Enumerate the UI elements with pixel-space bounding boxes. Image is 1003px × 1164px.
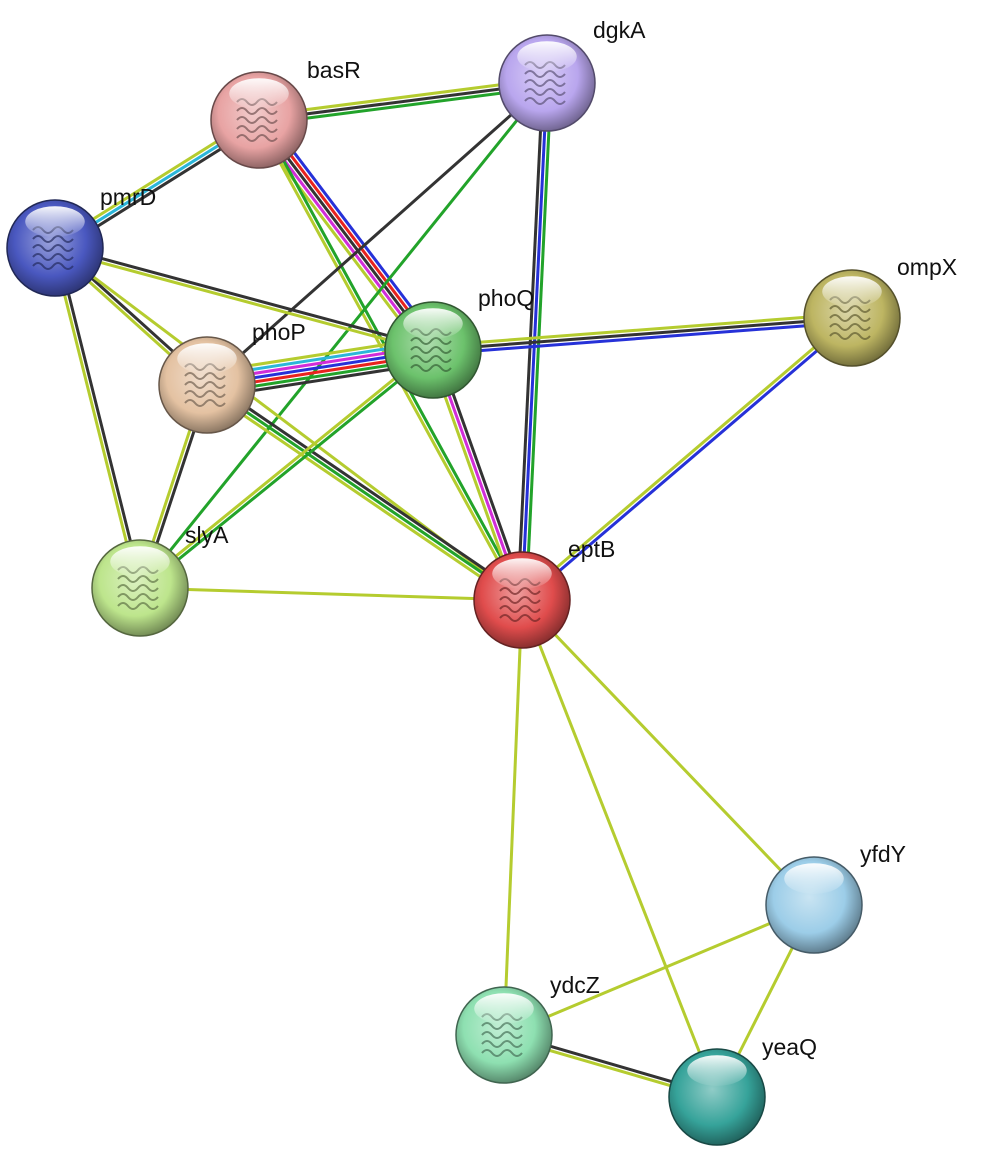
edge-phoQ-ompX[interactable] xyxy=(432,312,853,356)
node-ompX[interactable]: ompX xyxy=(803,254,957,367)
edge-evidence-coexpression xyxy=(206,81,548,387)
edge-phoQ-slyA[interactable] xyxy=(137,347,436,591)
edge-evidence-neighborhood xyxy=(138,82,549,589)
node-label-ydcZ: ydcZ xyxy=(550,972,600,998)
edge-evidence-coexpression xyxy=(55,244,434,350)
edge-evidence-textmining xyxy=(519,315,852,600)
edge-evidence-textmining xyxy=(520,599,719,1098)
edge-evidence-cooccurrence xyxy=(433,320,853,356)
node-dgkA[interactable]: dgkA xyxy=(498,17,646,132)
node-label-ompX: ompX xyxy=(897,254,957,280)
edge-pmrD-phoQ[interactable] xyxy=(54,244,434,354)
node-gloss xyxy=(229,78,289,109)
edge-dgkA-phoP[interactable] xyxy=(206,81,548,387)
edge-evidence-textmining xyxy=(503,903,815,1037)
node-gloss xyxy=(177,343,237,374)
node-gloss xyxy=(784,863,844,894)
edge-evidence-cooccurrence xyxy=(522,318,855,603)
node-pmrD[interactable]: pmrD xyxy=(6,184,156,297)
node-basR[interactable]: basR xyxy=(210,57,361,169)
node-label-phoP: phoP xyxy=(252,319,306,345)
edge-evidence-textmining xyxy=(54,248,433,354)
node-label-phoQ: phoQ xyxy=(478,285,534,311)
node-gloss xyxy=(492,558,552,589)
edge-evidence-textmining xyxy=(520,598,816,907)
node-yfdY[interactable]: yfdY xyxy=(765,841,906,954)
edge-evidence-coexpression xyxy=(432,316,853,352)
edge-evidence-textmining xyxy=(432,312,852,348)
edge-slyA-eptB[interactable] xyxy=(139,586,523,602)
edge-evidence-coexpression xyxy=(55,247,144,588)
edge-evidence-cooccurrence xyxy=(264,113,441,346)
node-gloss xyxy=(822,276,882,307)
node-ydcZ[interactable]: ydcZ xyxy=(455,972,600,1084)
edge-yfdY-ydcZ[interactable] xyxy=(503,903,815,1037)
node-label-dgkA: dgkA xyxy=(593,17,646,43)
edge-evidence-textmining xyxy=(502,599,524,1036)
edge-evidence-coexpression xyxy=(208,380,526,598)
edge-evidence-textmining xyxy=(51,248,140,589)
edge-dgkA-slyA[interactable] xyxy=(138,82,549,589)
node-layer: basR dgkA pmrD ompX phoQ phoP slyA eptB yfdY ydcZ… xyxy=(6,17,957,1146)
edge-phoP-eptB[interactable] xyxy=(203,380,526,605)
node-label-yeaQ: yeaQ xyxy=(762,1034,817,1060)
node-label-basR: basR xyxy=(307,57,361,83)
node-slyA[interactable]: slyA xyxy=(91,522,229,637)
node-phoQ[interactable]: phoQ xyxy=(384,285,534,399)
edge-ompX-eptB[interactable] xyxy=(519,315,855,603)
node-phoP[interactable]: phoP xyxy=(158,319,306,434)
edge-evidence-neighborhood xyxy=(206,383,523,602)
node-eptB[interactable]: eptB xyxy=(473,536,615,649)
edge-evidence-textmining xyxy=(139,586,523,602)
node-label-eptB: eptB xyxy=(568,536,615,562)
edge-evidence-neighborhood xyxy=(140,350,436,591)
node-gloss xyxy=(403,308,463,339)
edge-evidence-textmining xyxy=(137,347,433,588)
node-gloss xyxy=(687,1055,747,1086)
node-label-yfdY: yfdY xyxy=(860,841,906,867)
edge-eptB-ydcZ[interactable] xyxy=(502,599,524,1036)
node-gloss xyxy=(25,206,85,237)
node-gloss xyxy=(110,546,170,577)
node-label-pmrD: pmrD xyxy=(100,184,156,210)
node-label-slyA: slyA xyxy=(185,522,229,548)
edge-eptB-yeaQ[interactable] xyxy=(520,599,719,1098)
node-yeaQ[interactable]: yeaQ xyxy=(668,1034,817,1146)
edge-evidence-textmining xyxy=(203,387,521,605)
node-gloss xyxy=(474,993,534,1024)
edge-pmrD-slyA[interactable] xyxy=(51,247,144,589)
node-gloss xyxy=(517,41,577,72)
edge-eptB-yfdY[interactable] xyxy=(520,598,816,907)
